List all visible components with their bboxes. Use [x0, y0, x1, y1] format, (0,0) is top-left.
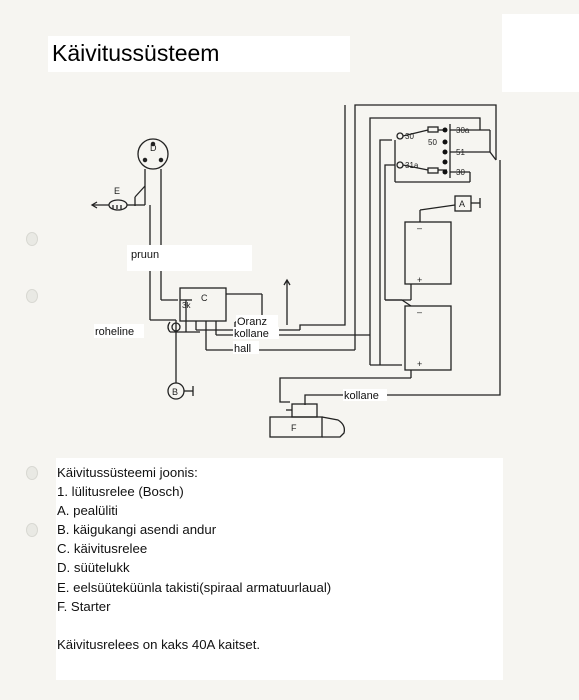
wire-label-oranz: Oranz: [237, 316, 267, 328]
relay-pin-label: 3k: [182, 301, 191, 310]
terminal-label: 51: [456, 148, 465, 157]
legend: Käivitussüsteemi joonis: 1. lülitusrelee…: [57, 463, 331, 654]
component-c-label: C: [201, 293, 208, 303]
legend-item: B. käigukangi asendi andur: [57, 522, 217, 538]
terminal-label: 31a: [405, 161, 419, 170]
component-d-label: D: [150, 143, 157, 153]
starter-relay-box: [179, 287, 227, 322]
terminal-label: 30a: [456, 126, 470, 135]
battery-terminal-label: +: [417, 275, 422, 285]
component-e-label: E: [114, 186, 120, 196]
component-b-label: B: [172, 387, 178, 397]
battery-terminal-label: –: [417, 307, 422, 317]
terminal-label: 50: [428, 138, 437, 147]
legend-note: Käivitusrelees on kaks 40A kaitset.: [57, 636, 261, 652]
wire-label-kollane: kollane: [234, 328, 269, 340]
punch-hole: [26, 289, 38, 303]
battery-terminal-label: +: [417, 359, 422, 369]
wire-label-roheline: roheline: [95, 326, 134, 338]
component-f-label: F: [291, 423, 297, 433]
legend-item: A. pealüliti: [57, 503, 118, 519]
wire-label-pruun: pruun: [131, 249, 159, 261]
page-title: Käivitussüsteem: [52, 40, 220, 66]
legend-item: D. süütelukk: [57, 560, 130, 576]
blank-patch: [502, 14, 579, 92]
wire-label-kollane-2: kollane: [344, 390, 379, 402]
terminal-label: 30: [456, 168, 465, 177]
legend-heading: Käivitussüsteemi joonis:: [57, 465, 198, 480]
terminal-label: 30: [405, 132, 414, 141]
legend-item: E. eelsüüteküünla takisti(spiraal armatu…: [57, 579, 332, 595]
title-background: [48, 36, 350, 72]
legend-item: F. Starter: [57, 598, 111, 614]
ignition-switch-symbol: [137, 138, 169, 170]
legend-item: C. käivitusrelee: [57, 541, 148, 557]
legend-background: [56, 458, 503, 680]
punch-hole: [26, 466, 38, 480]
punch-hole: [26, 232, 38, 246]
battery-terminal-label: –: [417, 223, 422, 233]
punch-hole: [26, 523, 38, 537]
wire-label-hall: hall: [234, 343, 251, 355]
legend-item: 1. lülitusrelee (Bosch): [57, 484, 184, 500]
component-a-label: A: [459, 199, 465, 209]
